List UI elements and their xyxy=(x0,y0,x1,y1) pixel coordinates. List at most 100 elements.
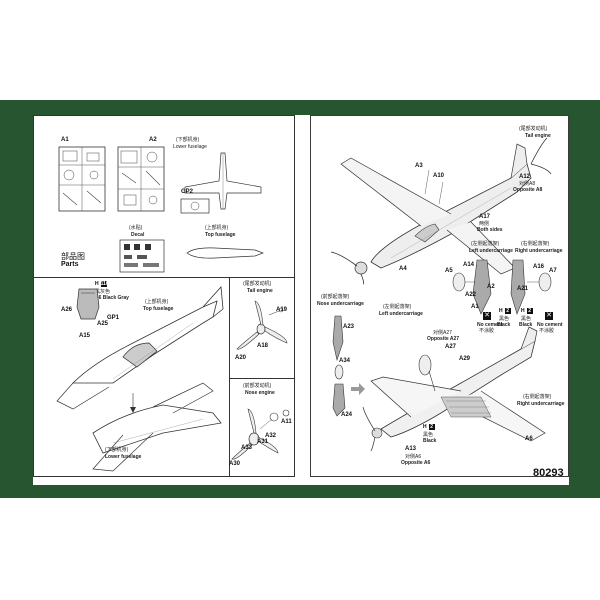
part-a29: A29 xyxy=(459,356,471,362)
nose-propeller-drawing xyxy=(231,408,290,460)
black-chip-right: H 2 xyxy=(521,308,533,314)
top-view-aircraft-drawing xyxy=(330,137,552,285)
color-code: H xyxy=(95,281,99,287)
part-a12: A12 xyxy=(519,174,531,180)
left-undercarriage-cn: (左侧起落架) xyxy=(383,304,412,310)
opp-a27-en: Opposite A27 xyxy=(427,336,460,342)
part-a7: A7 xyxy=(549,268,557,274)
a17-both-sides-en: Both sides xyxy=(477,227,503,233)
color-num-left: 2 xyxy=(504,308,511,314)
part-a11: A11 xyxy=(281,419,292,425)
step-top-fuselage-cn: (上部机身) xyxy=(145,299,169,305)
step-lower-fuselage-cn: (下部机身) xyxy=(105,447,129,453)
black-en-bottom: Black xyxy=(423,438,437,444)
part-a4: A4 xyxy=(399,266,407,272)
sprue-a1-label: A1 xyxy=(61,137,69,143)
black-chip-bottom: H 2 xyxy=(423,424,435,430)
part-a14: A14 xyxy=(463,262,475,268)
lower-fuselage-cn: (下部机身) xyxy=(176,137,200,143)
right-undercarriage-2-cn: (右侧起落架) xyxy=(523,394,552,400)
part-a20: A20 xyxy=(235,355,247,361)
part-a10: A10 xyxy=(433,173,445,179)
tail-engine-cn: (尾部发动机) xyxy=(519,126,548,132)
sprue-a2-label: A2 xyxy=(149,137,157,143)
part-a15: A15 xyxy=(79,333,91,339)
parts-title-en: Parts xyxy=(61,261,79,268)
color-num-bottom: 2 xyxy=(428,424,435,430)
gp2-part-drawing xyxy=(180,198,210,214)
left-divider-horizontal-2 xyxy=(229,378,295,379)
part-a34: A34 xyxy=(339,358,351,364)
kit-number: 80293 xyxy=(533,467,564,479)
sprue-a1-drawing xyxy=(58,146,106,212)
color-code-bottom: H xyxy=(423,424,427,430)
no-cement-icon-right: ✕ xyxy=(545,312,553,320)
top-fuselage-cn: (上部机身) xyxy=(205,225,229,231)
decal-cn: (水贴) xyxy=(129,225,143,231)
no-cement-cn-left: 不涂胶 xyxy=(479,328,495,334)
bottom-view-aircraft-drawing xyxy=(351,326,546,452)
a12-opposite-en: Opposite A8 xyxy=(513,187,543,193)
decal-en: Decal xyxy=(131,232,145,238)
a12-opposite-cn: 对侧A8 xyxy=(519,181,536,187)
part-a23: A23 xyxy=(343,324,355,330)
no-cement-en-right: No cement xyxy=(537,322,563,328)
right-undercarriage-2-en: Right undercarriage xyxy=(517,401,565,407)
top-fuselage-en: Top fuselage xyxy=(205,232,236,238)
opp-a6-cn: 对侧A6 xyxy=(405,454,422,460)
part-a32: A32 xyxy=(265,433,277,439)
a17-both-sides-cn: 两侧 xyxy=(479,221,490,227)
part-a3: A3 xyxy=(415,163,423,169)
right-page: (尾部发动机) Tail engine A3 xyxy=(310,115,569,477)
part-a25: A25 xyxy=(97,321,109,327)
part-a6: A6 xyxy=(525,436,533,442)
part-a31: A31 xyxy=(257,439,269,445)
opp-a6-en: Opposite A6 xyxy=(401,460,431,466)
part-a26: A26 xyxy=(61,307,73,313)
main-fuselage-assembly-drawing xyxy=(56,286,224,472)
color-en: RLM66 Black Gray xyxy=(85,295,129,301)
part-a5: A5 xyxy=(445,268,453,274)
tail-engine-en: Tail engine xyxy=(525,133,551,139)
seat-drawing xyxy=(76,288,100,320)
color-code-right: H xyxy=(521,308,525,314)
step-lower-fuselage-en: Lower fuselage xyxy=(105,454,142,460)
color-number: 116 xyxy=(100,281,109,287)
sprue-gp2-label: GP2 xyxy=(181,189,194,195)
left-undercarriage-2-en: Left undercarriage xyxy=(469,248,513,254)
part-a27: A27 xyxy=(445,344,457,350)
part-a30: A30 xyxy=(229,461,241,467)
nose-engine-small-en: Nose engine xyxy=(245,390,275,396)
part-a18: A18 xyxy=(257,343,269,349)
no-cement-en-left: No cement xyxy=(477,322,503,328)
nose-gear-drawing xyxy=(332,315,346,417)
decal-sheet-drawing xyxy=(119,239,165,273)
part-a17: A17 xyxy=(479,214,491,220)
nose-engine-small-cn: (前部发动机) xyxy=(243,383,272,389)
black-en-left: Black xyxy=(497,322,511,328)
instruction-sheet: A1 A2 (下部机身) Lower fuselage xyxy=(33,115,569,485)
lower-fuselage-part-drawing xyxy=(184,152,262,210)
part-a1: A1 xyxy=(471,304,479,310)
color-cn: 黑灰色 xyxy=(95,289,111,295)
right-undercarriage-en: Right undercarriage xyxy=(515,248,563,254)
lower-fuselage-en: Lower fuselage xyxy=(173,144,207,150)
right-undercarriage-cn: (右侧起落架) xyxy=(521,241,550,247)
part-a16: A16 xyxy=(533,264,545,270)
step-top-fuselage-en: Top fuselage xyxy=(143,306,174,312)
black-en-right: Black xyxy=(519,322,533,328)
left-page: A1 A2 (下部机身) Lower fuselage xyxy=(33,115,295,477)
parts-title-cn: 部品图 xyxy=(61,252,85,261)
no-cement-icon-left: ✕ xyxy=(483,312,491,320)
tail-propeller-drawing xyxy=(236,300,288,350)
color-chip: H 116 xyxy=(95,281,109,287)
sprue-a2-drawing xyxy=(117,146,165,212)
tail-engine-small-cn: (尾部发动机) xyxy=(243,281,272,287)
left-undercarriage-en: Left undercarriage xyxy=(379,311,423,317)
part-a24: A24 xyxy=(341,412,353,418)
no-cement-cn-right: 不涂胶 xyxy=(539,328,555,334)
black-cn-right: 黑色 xyxy=(521,316,532,322)
gear-legs-detail-drawing xyxy=(452,259,552,315)
left-divider-horizontal xyxy=(33,277,295,278)
part-a21: A21 xyxy=(517,286,529,292)
